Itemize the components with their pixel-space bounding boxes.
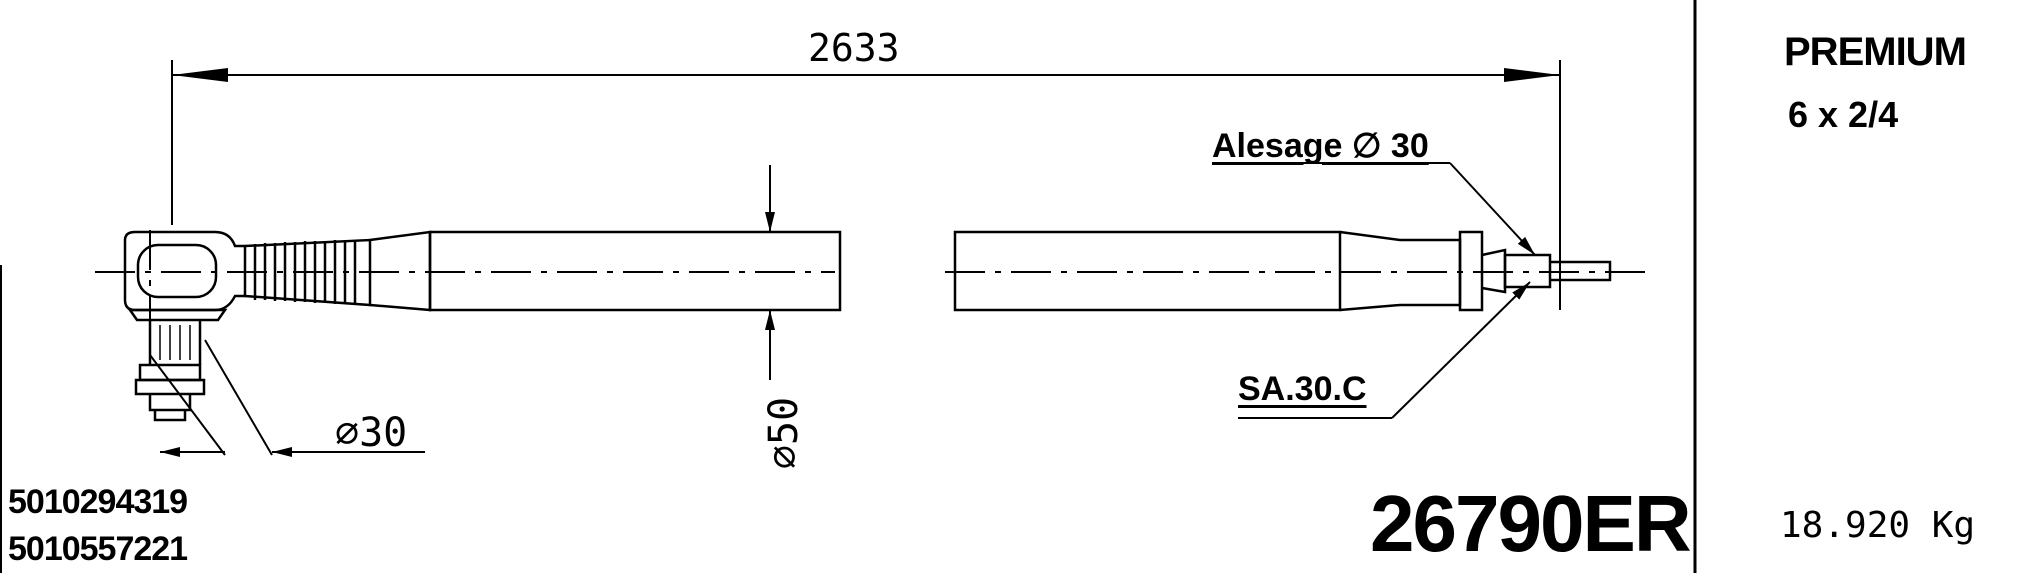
centre-line xyxy=(95,230,1650,350)
length-dimension-line xyxy=(171,60,1561,310)
tube-left xyxy=(428,230,842,312)
ball-diameter-label: ∅30 xyxy=(335,410,408,456)
part-ref-leader xyxy=(1238,281,1531,419)
bore-leader xyxy=(1212,162,1536,256)
threaded-section xyxy=(244,230,432,312)
ball-diameter-dimension xyxy=(149,339,425,457)
weight-label: 18.920 Kg xyxy=(1780,505,1976,546)
bore-label: Alesage ∅ 30 xyxy=(1212,127,1429,165)
oe-reference-2: 5010557221 xyxy=(8,530,188,568)
ball-joint-shading xyxy=(159,325,191,360)
part-number: 26790ER xyxy=(1370,479,1692,568)
part-reference-label: SA.30.C xyxy=(1238,370,1367,408)
vehicle-model: PREMIUM xyxy=(1784,30,1967,74)
overall-length-label: 2633 xyxy=(808,26,900,70)
ball-joint-left xyxy=(123,230,247,422)
oe-reference-1: 5010294319 xyxy=(8,483,188,521)
tube-right xyxy=(953,230,1612,312)
tube-diameter-label: ∅50 xyxy=(761,396,808,470)
axle-config: 6 x 2/4 xyxy=(1788,94,1899,135)
